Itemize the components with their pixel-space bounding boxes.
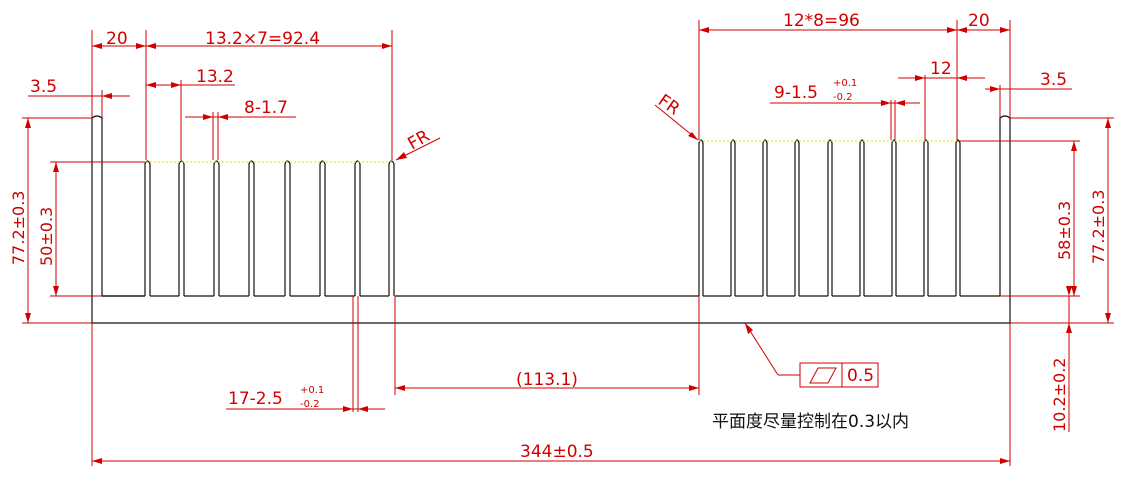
left-fin-count-label: 8-1.7 bbox=[244, 98, 288, 118]
bottom-fin-tol-minus: -0.2 bbox=[300, 399, 320, 410]
right-fin bbox=[730, 139, 736, 296]
right-fin-height-label: 58±0.3 bbox=[1055, 201, 1074, 260]
right-fin bbox=[827, 139, 833, 296]
left-wall-label: 3.5 bbox=[30, 77, 57, 97]
flatness-value: 0.5 bbox=[847, 366, 874, 386]
left-total-height-label: 77.2±0.3 bbox=[9, 191, 28, 265]
right-fin-pitch-label: 12 bbox=[930, 59, 952, 79]
right-fin-tol-plus: +0.1 bbox=[833, 78, 857, 89]
left-fin bbox=[388, 160, 395, 296]
right-fin-tol-minus: -0.2 bbox=[833, 92, 853, 103]
right-fr-label: FR bbox=[654, 91, 683, 120]
left-fin bbox=[213, 160, 220, 296]
left-pitch-label: 13.2×7=92.4 bbox=[205, 29, 320, 49]
bottom-fin-tol-plus: +0.1 bbox=[300, 385, 324, 396]
left-end-gap-label: 20 bbox=[106, 29, 128, 49]
fin-top-hint bbox=[146, 140, 957, 163]
left-fr-label: FR bbox=[405, 126, 434, 154]
right-fin bbox=[698, 139, 704, 296]
right-end-gap-label: 20 bbox=[968, 11, 990, 31]
dimension-arrows bbox=[25, 27, 1111, 464]
left-fin bbox=[248, 160, 255, 296]
right-fin bbox=[859, 139, 865, 296]
fin-group bbox=[102, 139, 961, 297]
right-fin bbox=[891, 139, 897, 296]
overall-width-label: 344±0.5 bbox=[520, 442, 594, 462]
flatness-note: 平面度尽量控制在0.3以内 bbox=[712, 412, 909, 432]
right-wall-label: 3.5 bbox=[1040, 70, 1067, 90]
base-thickness-label: 10.2±0.2 bbox=[1050, 358, 1069, 432]
left-fin bbox=[144, 160, 151, 296]
left-fin bbox=[319, 160, 326, 296]
left-fin bbox=[354, 160, 361, 296]
right-total-height-label: 77.2±0.3 bbox=[1089, 190, 1108, 264]
left-fin-height-label: 50±0.3 bbox=[37, 207, 56, 266]
right-fin bbox=[794, 139, 800, 296]
bottom-fin-label: 17-2.5 bbox=[228, 389, 283, 409]
dimension-lines bbox=[22, 20, 1114, 466]
right-fin bbox=[762, 139, 768, 296]
right-fin bbox=[923, 139, 929, 296]
center-span-label: (113.1) bbox=[516, 370, 578, 390]
heatsink-profile bbox=[91, 115, 1011, 324]
right-fin-label: 9-1.5 bbox=[774, 83, 818, 103]
left-fin-pitch-label: 13.2 bbox=[196, 67, 234, 87]
right-fin bbox=[955, 139, 961, 296]
left-fin bbox=[178, 160, 185, 296]
right-pitch-label: 12*8=96 bbox=[783, 11, 860, 31]
left-fin bbox=[284, 160, 291, 296]
